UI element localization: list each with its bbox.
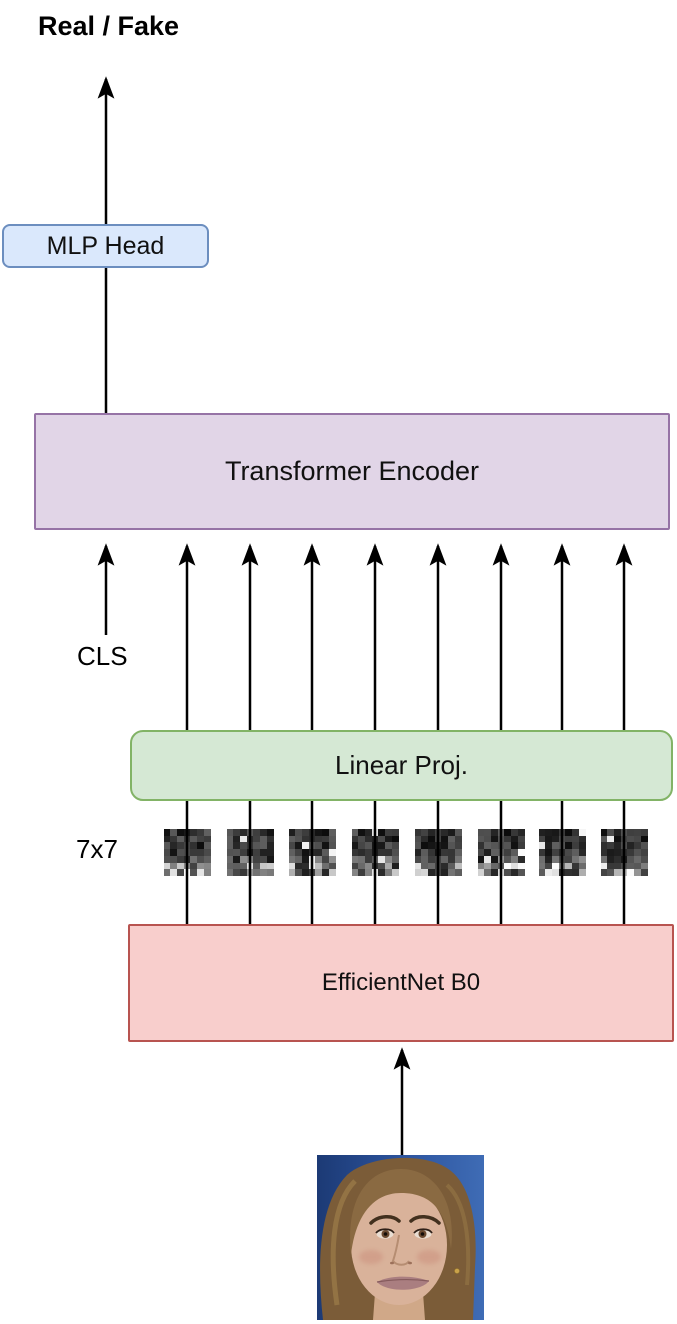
neck: [373, 1293, 425, 1320]
feature-patch: [414, 829, 462, 876]
hair-highlight-left: [330, 1179, 357, 1306]
transformer-encoder-box: Transformer Encoder: [34, 413, 670, 530]
hair-front: [350, 1169, 452, 1255]
efficientnet-label: EfficientNet B0: [321, 969, 481, 996]
blush-right: [417, 1250, 441, 1264]
output-label: Real / Fake: [38, 11, 180, 41]
earring: [454, 1268, 460, 1274]
efficientnet-box: EfficientNet B0: [128, 924, 674, 1042]
feature-patch: [163, 829, 211, 876]
eye-left-pupil: [383, 1232, 388, 1236]
feature-patch: [226, 829, 274, 876]
eye-right-pupil: [420, 1232, 425, 1236]
transformer-encoder-label: Transformer Encoder: [224, 456, 480, 486]
hair-highlight-right: [445, 1183, 471, 1286]
feature-patch: [477, 829, 525, 876]
mlp-head-box: MLP Head: [2, 224, 209, 268]
nose: [391, 1234, 410, 1266]
mlp-head-label: MLP Head: [46, 231, 165, 260]
feature-patch: [351, 829, 399, 876]
linear-proj-box: Linear Proj.: [130, 730, 673, 801]
patch-grid-label: 7x7: [76, 834, 118, 864]
lip-line: [376, 1279, 430, 1283]
feature-patch: [600, 829, 648, 876]
eyelid-left: [375, 1228, 395, 1234]
eyelid-right: [413, 1228, 433, 1234]
nostril-left: [390, 1261, 394, 1265]
cls-token-label: CLS: [77, 641, 128, 671]
feature-patch: [538, 829, 586, 876]
blush-left: [359, 1250, 383, 1264]
input-face-image: [317, 1155, 484, 1320]
linear-proj-label: Linear Proj.: [335, 750, 468, 780]
eyebrow-left: [369, 1215, 401, 1225]
eyebrow-right: [409, 1215, 441, 1225]
feature-patch: [288, 829, 336, 876]
nostril-right: [408, 1261, 412, 1265]
